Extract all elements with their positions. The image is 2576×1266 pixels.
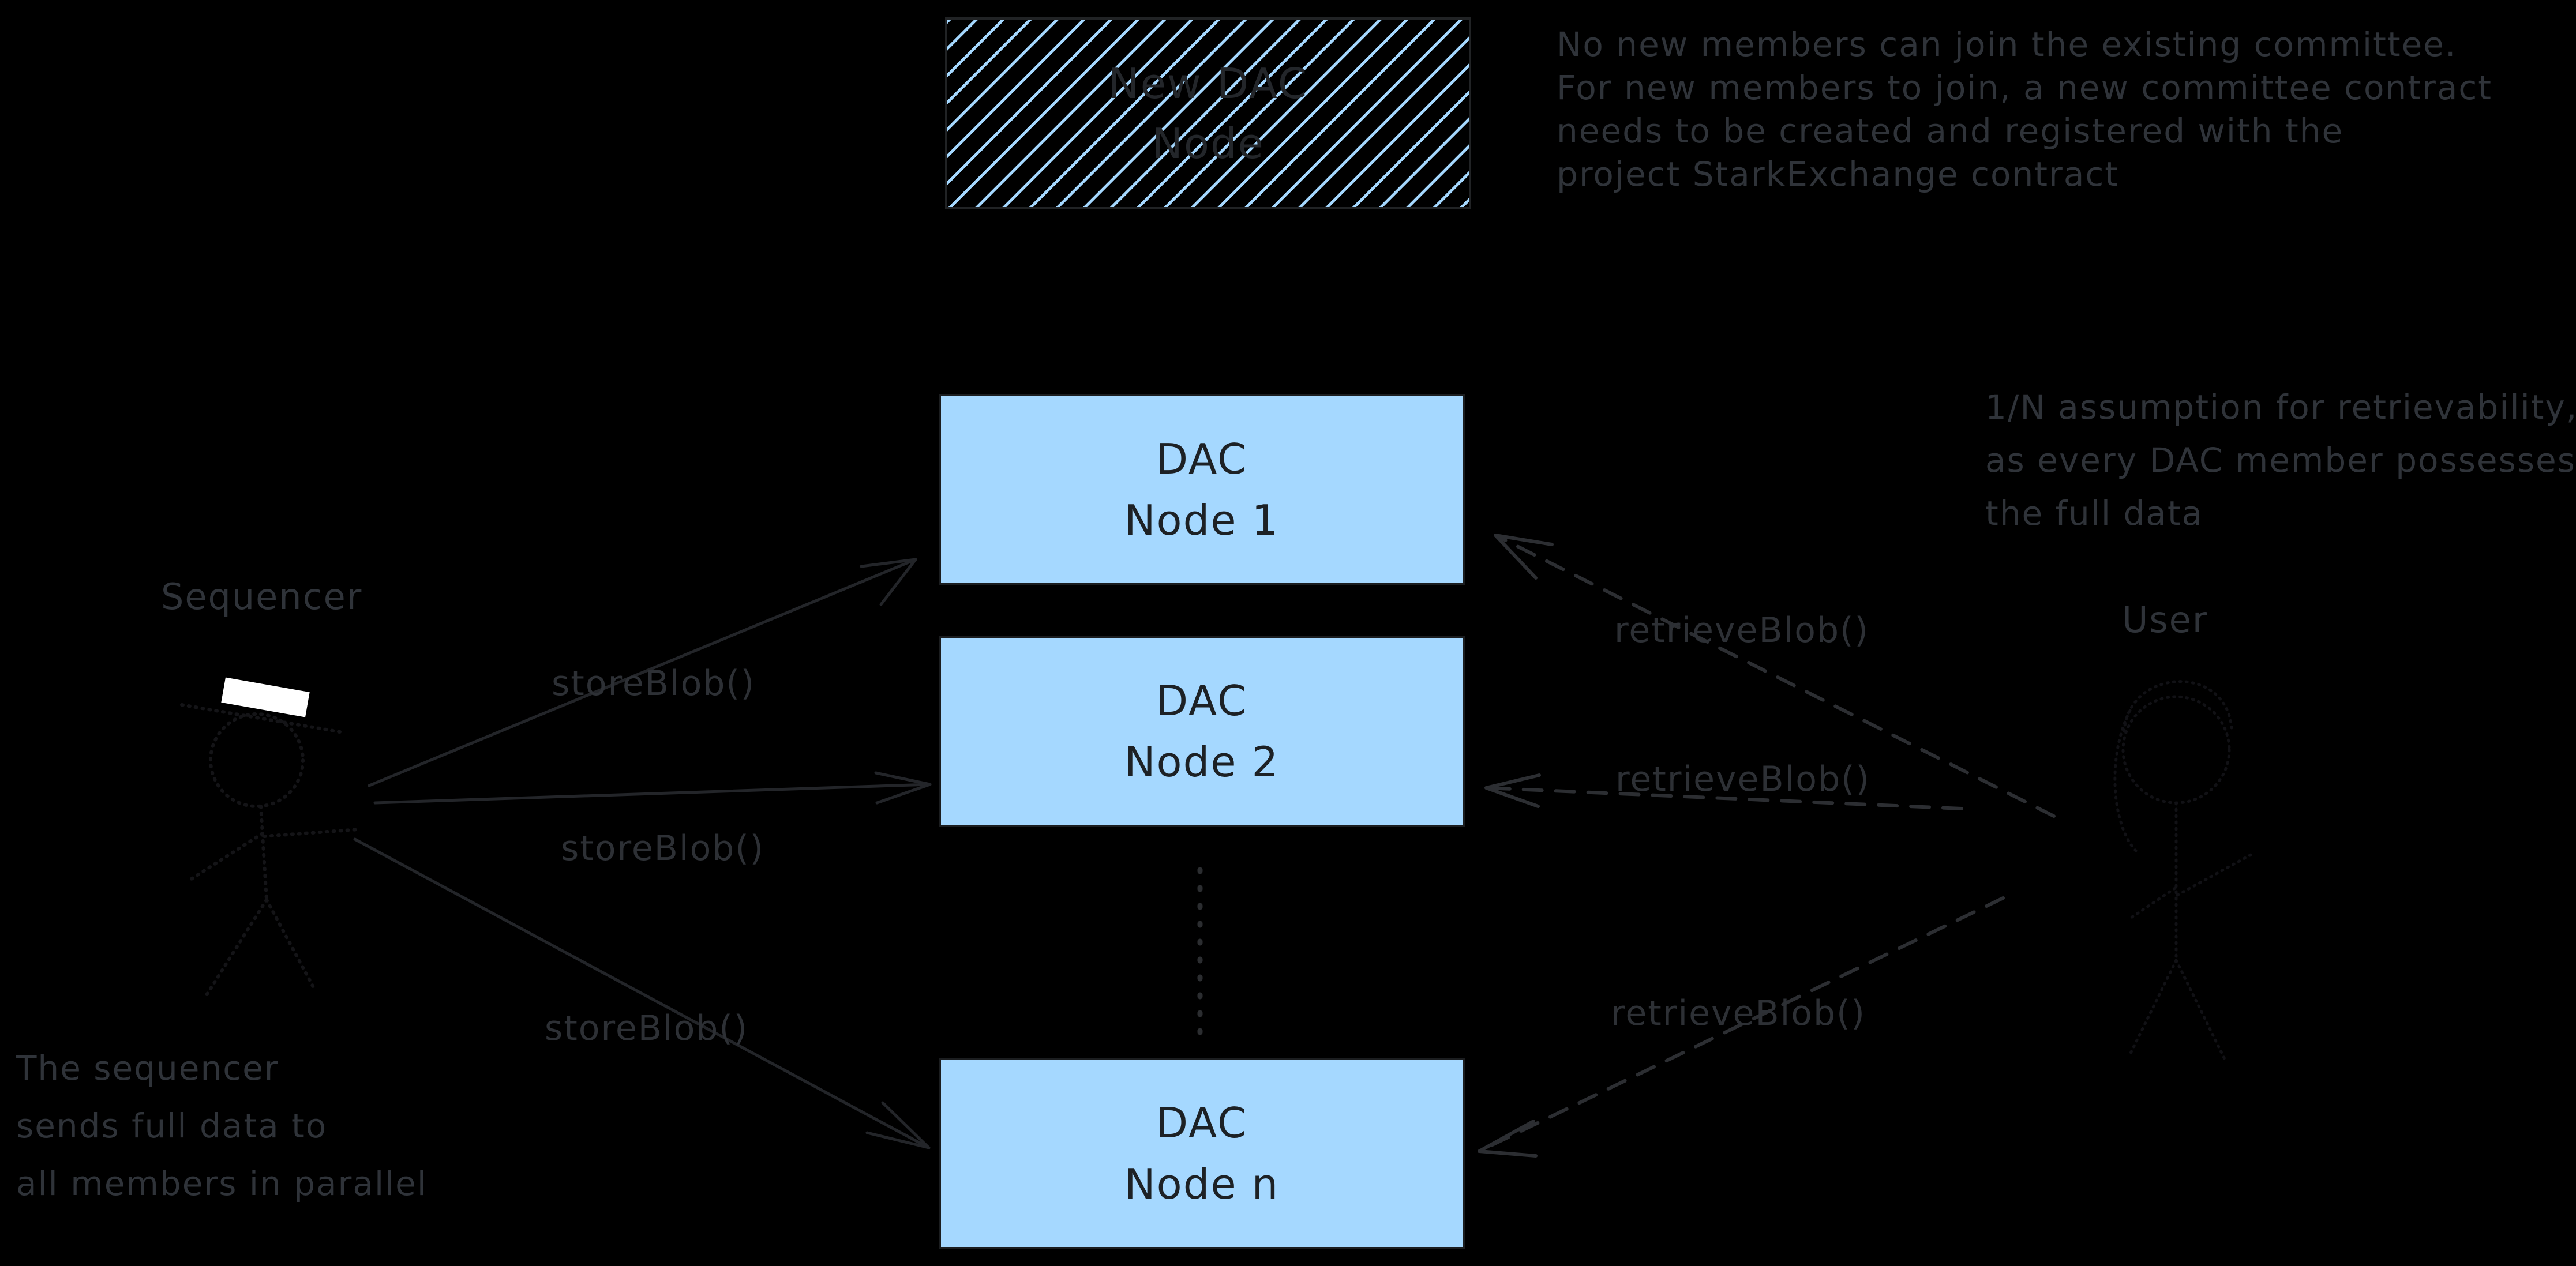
dac-node-1-box: DAC Node 1 bbox=[939, 394, 1465, 585]
committee-note-line2: For new members to join, a new committee… bbox=[1557, 68, 2493, 107]
user-stick-figure-icon bbox=[2113, 680, 2255, 1061]
dac-node-1-label-line1: DAC bbox=[1156, 435, 1248, 483]
dac-node-2-box: DAC Node 2 bbox=[939, 636, 1465, 827]
sequencer-note-line1: The sequencer bbox=[16, 1049, 279, 1088]
dac-node-n-label-line2: Node n bbox=[1124, 1160, 1280, 1208]
store-blob-arrow-2 bbox=[373, 771, 932, 805]
committee-note: No new members can join the existing com… bbox=[1557, 23, 2492, 196]
sequencer-note: The sequencer sends full data to all mem… bbox=[16, 1039, 428, 1212]
store-blob-label-3: storeBlob() bbox=[545, 1008, 749, 1049]
user-label: User bbox=[2122, 599, 2208, 641]
store-blob-label-1: storeBlob() bbox=[552, 663, 756, 704]
store-blob-arrow-1 bbox=[368, 558, 917, 787]
store-blob-label-2: storeBlob() bbox=[561, 828, 765, 869]
dac-node-n-box: DAC Node n bbox=[939, 1058, 1465, 1249]
retrieve-blob-label-1: retrieveBlob() bbox=[1614, 610, 1869, 651]
retrieve-blob-arrow-2 bbox=[1484, 773, 1963, 810]
retrieve-blob-arrow-3 bbox=[1478, 896, 2005, 1158]
committee-note-line4: project StarkExchange contract bbox=[1557, 155, 2120, 194]
retrieve-blob-arrow-1 bbox=[1494, 534, 2056, 818]
sequencer-label: Sequencer bbox=[161, 576, 363, 618]
sequencer-stick-figure-icon bbox=[180, 703, 361, 997]
retrievability-note: 1/N assumption for retrievability, as ev… bbox=[1985, 381, 2576, 540]
committee-note-line3: needs to be created and registered with … bbox=[1557, 111, 2344, 151]
sequencer-note-line2: sends full data to bbox=[16, 1106, 328, 1145]
dac-node-2-label-line2: Node 2 bbox=[1124, 738, 1280, 786]
store-blob-arrow-3 bbox=[353, 837, 931, 1149]
retrievability-note-line3: the full data bbox=[1985, 494, 2204, 533]
retrievability-note-line1: 1/N assumption for retrievability, bbox=[1985, 388, 2576, 427]
new-dac-node-box: New DAC Node bbox=[945, 17, 1471, 209]
new-dac-node-label-line2: Node bbox=[1152, 119, 1265, 168]
dac-node-1-label-line2: Node 1 bbox=[1124, 496, 1280, 544]
retrieve-blob-label-3: retrieveBlob() bbox=[1611, 993, 1866, 1034]
sequencer-hat-band bbox=[221, 677, 310, 717]
sequencer-note-line3: all members in parallel bbox=[16, 1164, 428, 1203]
dac-node-2-label-line1: DAC bbox=[1156, 677, 1248, 725]
dac-node-n-label-line1: DAC bbox=[1156, 1099, 1248, 1147]
retrieve-blob-label-2: retrieveBlob() bbox=[1615, 759, 1870, 799]
new-dac-node-label-line1: New DAC bbox=[1108, 59, 1308, 108]
committee-note-line1: No new members can join the existing com… bbox=[1557, 25, 2457, 64]
retrievability-note-line2: as every DAC member possesses bbox=[1985, 441, 2576, 480]
